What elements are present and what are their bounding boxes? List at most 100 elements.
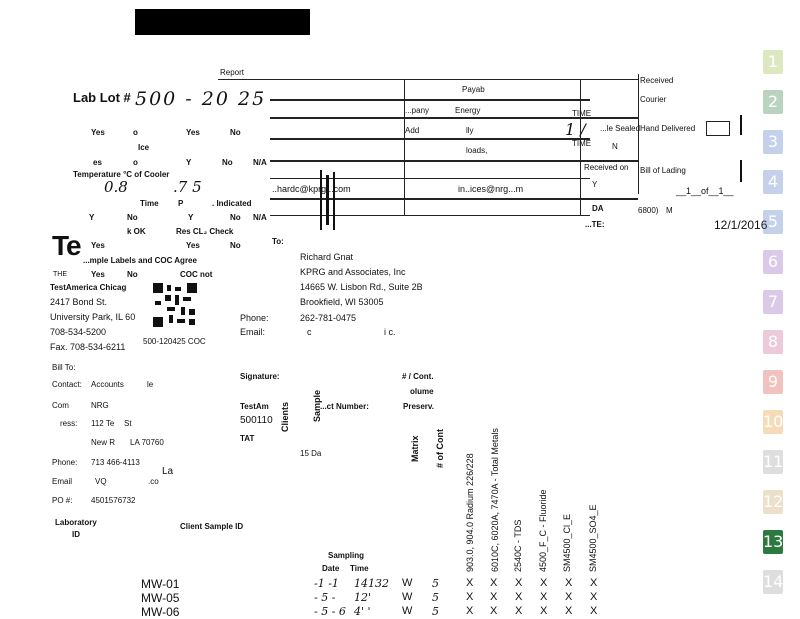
divider — [270, 160, 638, 162]
clients-vertical-label: Clients — [280, 401, 290, 432]
sample-matrix: W — [402, 591, 413, 603]
check-yes: Yes — [186, 128, 200, 137]
page-tab-2[interactable]: 2 — [763, 90, 783, 114]
scan-mark — [740, 115, 742, 135]
bill-contact-value: Accounts — [91, 380, 124, 389]
page-tab-8[interactable]: 8 — [763, 330, 783, 354]
time-label: Time — [350, 564, 369, 573]
page-tab-5[interactable]: 5 — [763, 210, 783, 234]
divider — [270, 215, 590, 216]
bill-la-value: La — [162, 466, 174, 477]
client-email-label: Email: — [240, 327, 266, 337]
analysis-mark: X — [515, 605, 523, 617]
check-yes: Yes — [91, 128, 105, 137]
analysis-mark: X — [590, 605, 598, 617]
bill-to-label: Bill To: — [52, 363, 76, 372]
scan-mark — [320, 170, 322, 230]
bill-phone-value: 713 466-4113 — [91, 458, 140, 467]
sample-cont: 5 — [432, 605, 439, 618]
bill-address-value: 112 Te — [91, 419, 115, 428]
lab-phone: 708-534-5200 — [50, 327, 107, 337]
client-sample-id-label: Client Sample ID — [180, 522, 244, 531]
analysis-mark: X — [466, 591, 474, 603]
page-tab-4[interactable]: 4 — [763, 170, 783, 194]
sample-vertical-label: Sample — [312, 389, 322, 422]
testamerica-logo: Te — [52, 230, 82, 261]
analysis-mark: X — [540, 591, 548, 603]
divider — [580, 80, 581, 215]
cont-label: # / Cont. — [402, 372, 434, 381]
bill-address-suffix: St — [124, 419, 132, 428]
preserv-label: Preserv. — [403, 402, 434, 411]
bill-email-label: Email — [52, 477, 73, 486]
page-tab-13[interactable]: 13 — [763, 530, 783, 554]
check-yes: Yes — [91, 241, 105, 250]
client-name: Richard Gnat — [300, 252, 354, 262]
received-on-label: Received on — [584, 163, 629, 172]
analysis-mark: X — [540, 605, 548, 617]
temperature-value-2: .7 5 — [173, 178, 202, 196]
divider — [218, 79, 638, 80]
po-value: 4501576732 — [91, 496, 136, 505]
lab-name: TestAmerica Chicag — [50, 283, 127, 292]
date-label: Date — [322, 564, 340, 573]
analysis-chloride: SM4500_Cl_E — [562, 513, 572, 572]
client-address-2: Brookfield, WI 53005 — [300, 297, 384, 307]
page-tab-6[interactable]: 6 — [763, 250, 783, 274]
indicated-label: . Indicated — [212, 199, 252, 208]
bill-email-suffix: .co — [148, 477, 159, 486]
tat-label: TAT — [240, 434, 255, 443]
client-phone: 262-781-0475 — [300, 313, 357, 323]
scan-mark — [326, 175, 329, 225]
m-label: M — [666, 206, 673, 215]
divider — [270, 138, 590, 140]
analysis-mark: X — [565, 605, 573, 617]
check-na: N/A — [253, 213, 267, 222]
sample-id: MW-06 — [141, 605, 180, 619]
page-tab-12[interactable]: 12 — [763, 490, 783, 514]
page-tab-10[interactable]: 10 — [763, 410, 783, 434]
client-phone-label: Phone: — [240, 313, 269, 323]
num-cont-label: # of Cont — [435, 429, 445, 468]
billing-email: in..ices@nrg...m — [458, 184, 524, 194]
sample-labels-label: ...mple Labels and COC Agree — [83, 256, 197, 265]
signature-label: Signature: — [240, 372, 280, 381]
bill-city-value: New R — [91, 438, 116, 447]
sample-time: 12' — [354, 591, 372, 604]
project-number: 500110 — [240, 415, 273, 426]
id-label: ID — [72, 530, 80, 539]
report-date: 12/1/2016 — [714, 218, 768, 232]
hand-delivered-checkbox[interactable] — [706, 121, 730, 136]
client-company: KPRG and Associates, Inc — [300, 267, 406, 277]
da-label: DA — [592, 204, 604, 213]
analysis-tds: 2540C - TDS — [513, 519, 523, 572]
bill-contact-suffix: le — [147, 380, 154, 389]
company-value: Energy — [455, 106, 481, 115]
sample-cont: 5 — [432, 577, 439, 590]
hand-delivered-label: Hand Delivered — [640, 124, 696, 133]
sample-matrix: W — [402, 577, 413, 589]
page-tab-3[interactable]: 3 — [763, 130, 783, 154]
divider — [404, 80, 405, 215]
y-label: Y — [592, 180, 598, 189]
volume-label: olume — [410, 387, 434, 396]
page-tab-11[interactable]: 11 — [763, 450, 783, 474]
client-email-ic: i c. — [384, 327, 396, 337]
page-tab-7[interactable]: 7 — [763, 290, 783, 314]
check-no: No — [230, 128, 241, 137]
page-tab-14[interactable]: 14 — [763, 570, 783, 594]
client-address-1: 14665 W. Lisbon Rd., Suite 2B — [300, 282, 423, 292]
n-label: N — [612, 142, 618, 151]
page-tab-9[interactable]: 9 — [763, 370, 783, 394]
check-y: Y — [188, 213, 194, 222]
analysis-mark: X — [590, 591, 598, 603]
sample-date: - 5 - 6 — [314, 605, 346, 618]
lab-address-1: 2417 Bond St. — [50, 297, 108, 307]
client-email: ..hardc@kprg...com — [272, 184, 351, 194]
bill-company-value: NRG — [91, 401, 109, 410]
check-o: o — [133, 158, 138, 167]
analysis-mark: X — [590, 577, 598, 589]
project-number-label: ...ct Number: — [320, 402, 369, 411]
page-tab-1[interactable]: 1 — [763, 50, 783, 74]
divider — [270, 178, 590, 179]
